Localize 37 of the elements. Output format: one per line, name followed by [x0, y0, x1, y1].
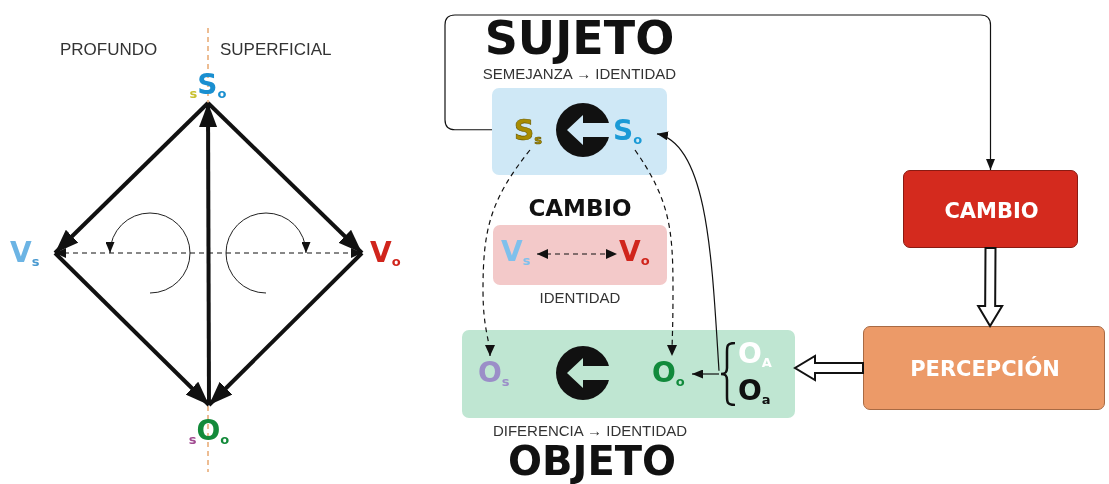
arrow [206, 101, 364, 255]
variable-label: $_{s}$S$_{o}$ [180, 68, 236, 103]
variable-label: S$_{s}$ [514, 114, 552, 150]
arrow [199, 103, 218, 405]
arrow [53, 251, 211, 407]
arrow [536, 249, 618, 259]
relation-caption: SEMEJANZA → IDENTIDAD [481, 65, 678, 83]
arrow [634, 149, 678, 357]
variable-label: V$_{o}$ [617, 235, 659, 273]
arrow [656, 133, 720, 372]
curly-brace [719, 342, 735, 406]
arrow [207, 251, 364, 407]
variable-label: O$_{s}$ [478, 356, 518, 392]
variable-label: V$_{s}$ [6, 236, 55, 270]
panel-caption: IDENTIDAD [538, 289, 622, 307]
arrow [53, 101, 210, 255]
box-label: PERCEPCIÓN [909, 357, 1061, 381]
process-box [863, 326, 1105, 410]
box-label: CAMBIO [943, 199, 1040, 223]
process-box [903, 170, 1078, 248]
region-label: PROFUNDO [60, 40, 158, 60]
variable-label: V$_{s}$ [501, 235, 537, 273]
section-title: CAMBIO [527, 194, 633, 222]
arrow [444, 14, 995, 171]
variable-label: O$_{A}$ [738, 337, 784, 371]
region-label: SUPERFICIAL [220, 40, 332, 60]
variable-label: V$_{o}$ [362, 236, 414, 270]
arrow [482, 149, 531, 357]
variable-label: S$_{o}$ [613, 114, 657, 150]
arrow [691, 369, 720, 379]
block-arrow [976, 246, 1004, 328]
variable-label: O$_{o}$ [652, 356, 692, 392]
section-title: SUJETO [483, 14, 676, 62]
variable-label: O$_{a}$ [738, 374, 784, 410]
relation-caption: DIFERENCIA → IDENTIDAD [491, 422, 689, 440]
variable-label: $_{s}$O$_{o}$ [180, 405, 238, 449]
block-arrow [793, 354, 864, 382]
